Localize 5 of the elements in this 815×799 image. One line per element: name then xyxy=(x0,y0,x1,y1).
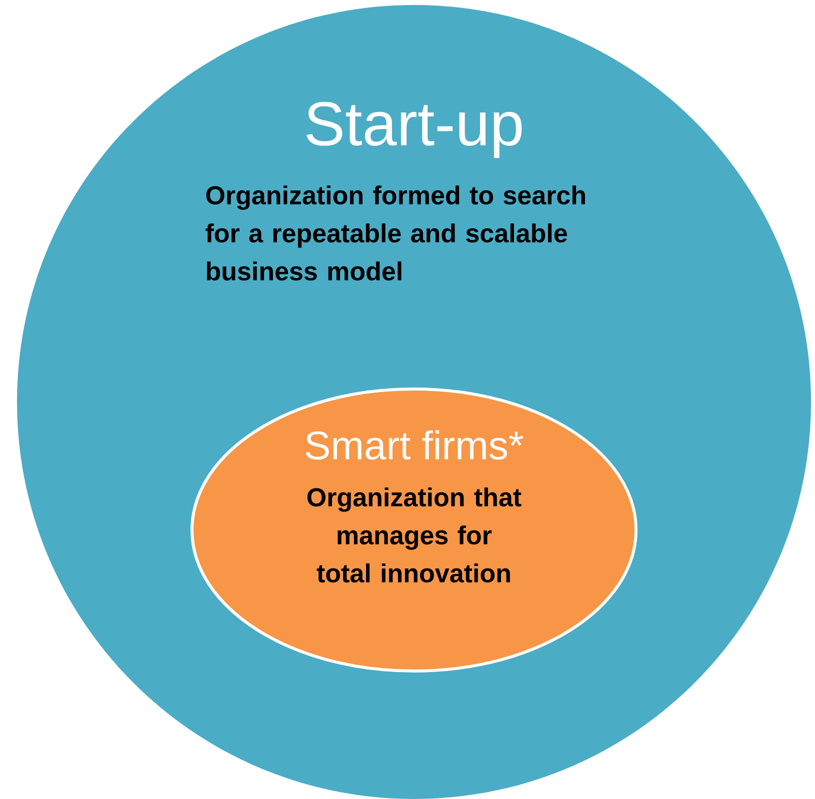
description: Organization that manages for total innovation xyxy=(307,487,522,583)
heading: Start-up xyxy=(306,102,522,158)
description: Organization formed to search for a repeatable and scalable business model xyxy=(206,185,585,281)
heading: Smart firms* xyxy=(306,430,524,460)
ellipse xyxy=(190,387,638,672)
